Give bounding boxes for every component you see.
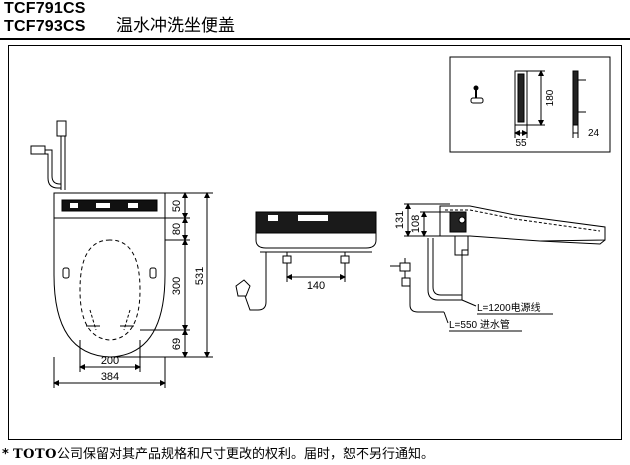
product-name: 温水冲洗坐便盖 [116, 16, 235, 36]
footer-notice: * TOTO公司保留对其产品规格和尺寸更改的权利。届时，恕不另行通知。 [2, 447, 434, 463]
plug-icon [235, 279, 251, 297]
dim-140: 140 [307, 280, 325, 292]
dim-131: 131 [394, 211, 406, 229]
seat-outline [53, 218, 166, 358]
dim-24: 24 [588, 128, 600, 139]
drawing-frame [8, 45, 622, 440]
dim-108: 108 [410, 215, 422, 233]
water-connector-icon [30, 120, 67, 190]
model-number-2: TCF793CS [4, 18, 86, 35]
side-view [390, 203, 606, 324]
dim-180: 180 [545, 89, 556, 106]
dim-69: 69 [171, 338, 183, 350]
dim-50: 50 [171, 200, 183, 212]
dim-531: 531 [194, 267, 206, 285]
tee-valve-icon [399, 262, 411, 272]
footnote-star: * [2, 447, 9, 462]
header-rule [0, 38, 630, 40]
dim-55: 55 [515, 138, 527, 149]
dim-384: 384 [101, 371, 119, 383]
notice-text: 公司保留对其产品规格和尺寸更改的权利。届时，恕不另行通知。 [56, 447, 434, 462]
accessory-inset [449, 56, 611, 153]
supply-line [409, 284, 444, 313]
inlet-hose [427, 238, 462, 301]
power-cord-label: L=1200电源线 [477, 301, 541, 314]
dim-300: 300 [171, 277, 183, 295]
model-number-1: TCF791CS [4, 0, 86, 17]
dim-80: 80 [171, 223, 183, 235]
brand-name: TOTO [12, 447, 57, 462]
bowl-opening-dashed [79, 239, 141, 341]
front-view-dimensions: 50 80 300 69 531 200 384 [101, 200, 206, 383]
header: TCF791CS TCF793CS 温水冲洗坐便盖 [0, 0, 630, 40]
power-cord [244, 252, 267, 311]
front-view [30, 120, 213, 388]
dim-200: 200 [101, 355, 119, 367]
rear-view [235, 211, 377, 311]
inset-frame [449, 56, 611, 153]
inlet-hose-label: L=550 进水管 [449, 318, 510, 331]
